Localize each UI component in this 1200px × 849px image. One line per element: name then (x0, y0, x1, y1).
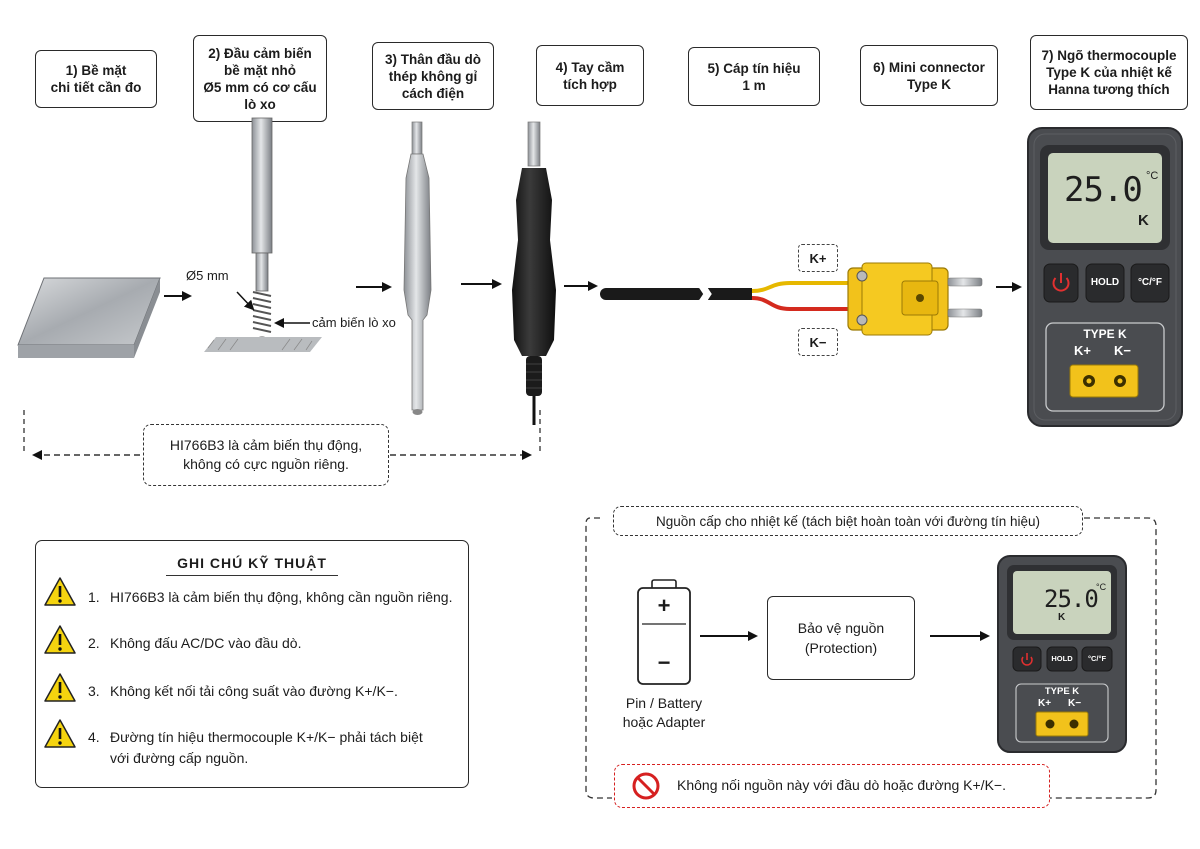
power-button-bottom[interactable] (1013, 647, 1041, 671)
note-text: Không đấu AC/DC vào đầu dò. (110, 635, 302, 651)
meter-top-unit: °C (1146, 170, 1159, 182)
step-3-label: 3) Thân đầu dò thép không gỉ cách điện (372, 42, 494, 110)
battery-minus: − (657, 650, 671, 675)
warning-icons (44, 577, 76, 748)
note-number: 2. (88, 635, 100, 651)
thermometer-bottom (997, 555, 1127, 753)
spring-sensor-tip (204, 117, 322, 352)
passive-range-bracket (23, 410, 541, 460)
step-6-label: 6) Mini connector Type K (860, 45, 998, 106)
power-warning-text: Không nối nguồn này với đầu dò hoặc đườn… (677, 777, 1006, 793)
wire-k-minus (751, 296, 852, 311)
meter-bottom-unit: °C (1096, 582, 1107, 592)
diameter-label: Ø5 mm (186, 268, 229, 283)
note-text: Không kết nối tải công suất vào đường K+… (110, 683, 398, 699)
k-minus-badge: K− (798, 328, 838, 356)
unit-button-top[interactable]: °C/°F (1137, 277, 1163, 288)
step-1-label: 1) Bề mặt chi tiết cần đo (35, 50, 157, 108)
power-button-top[interactable] (1044, 264, 1078, 302)
warning-icon (46, 677, 80, 709)
k-plus-badge: K+ (798, 244, 838, 272)
note-text: HI766B3 là cảm biến thụ động, không cần … (110, 589, 453, 605)
unit-button-bottom[interactable]: °C/°F (1087, 654, 1107, 663)
notes-title-underline (166, 575, 338, 576)
step-5-label: 5) Cáp tín hiệu 1 m (688, 47, 820, 106)
battery-label: Pin / Battery hoặc Adapter (622, 695, 706, 730)
battery-plus: + (657, 593, 671, 618)
note-number: 1. (88, 589, 100, 605)
note-number: 3. (88, 683, 100, 699)
note-text: Đường tín hiệu thermocouple K+/K− phải t… (110, 729, 423, 766)
note-number: 4. (88, 729, 100, 745)
wire-k-plus (751, 281, 852, 293)
stainless-probe-body (403, 121, 432, 415)
lcd-screen-top (1048, 153, 1162, 243)
signal-cable (600, 281, 852, 311)
lcd-screen-bottom (1013, 571, 1111, 634)
technical-notes-panel: GHI CHÚ KỸ THUẬT 1. HI766B3 là cảm biến … (35, 540, 469, 788)
power-section-title: Nguồn cấp cho nhiệt kế (tách biệt hoàn t… (613, 506, 1083, 536)
power-warning-box: Không nối nguồn này với đầu dò hoặc đườn… (614, 764, 1050, 808)
port-title-bottom: TYPE K (1044, 686, 1080, 697)
meter-top-reading: 25.0 (1064, 170, 1143, 210)
integrated-handle (512, 121, 556, 425)
notes-title: GHI CHÚ KỸ THUẬT (177, 555, 327, 571)
hold-button-top[interactable]: HOLD (1090, 277, 1120, 288)
passive-sensor-note: HI766B3 là cảm biến thụ động, không có c… (143, 424, 389, 486)
thermometer-top (1027, 127, 1183, 427)
power-protection-box: Bảo vệ nguồn (Protection) (767, 596, 915, 680)
meter-bottom-reading: 25.0 (1044, 585, 1099, 613)
note-item: 3. Không kết nối tải công suất vào đường… (46, 681, 460, 709)
warning-icon (46, 723, 80, 755)
meter-top-type: K (1138, 212, 1149, 229)
warning-icon (46, 629, 80, 661)
port-minus-top: K− (1114, 343, 1131, 358)
battery-icon (637, 579, 691, 685)
note-item: 2. Không đấu AC/DC vào đầu dò. (46, 633, 460, 661)
port-title-top: TYPE K (1083, 327, 1127, 341)
port-minus-bottom: K− (1068, 698, 1082, 709)
spring-label: cảm biến lò xo (312, 315, 396, 330)
note-item: 4. Đường tín hiệu thermocouple K+/K− phả… (46, 727, 460, 769)
warning-icon (46, 583, 80, 615)
mini-connector-type-k (847, 262, 983, 336)
metal-surface-plate (17, 277, 161, 358)
port-plus-top: K+ (1074, 343, 1091, 358)
meter-bottom-type: K (1058, 612, 1066, 623)
step-7-label: 7) Ngõ thermocouple Type K của nhiệt kế … (1030, 35, 1188, 110)
power-section-frame (585, 517, 1157, 799)
step-4-label: 4) Tay cầm tích hợp (536, 45, 644, 106)
power-icon (1021, 653, 1033, 666)
port-plus-bottom: K+ (1038, 698, 1052, 709)
note-item: 1. HI766B3 là cảm biến thụ động, không c… (46, 587, 460, 615)
step-2-label: 2) Đầu cảm biến bề mặt nhỏ Ø5 mm có cơ c… (193, 35, 327, 122)
prohibited-icon (632, 772, 660, 800)
hold-button-bottom[interactable]: HOLD (1051, 654, 1073, 663)
power-icon (1052, 273, 1070, 292)
